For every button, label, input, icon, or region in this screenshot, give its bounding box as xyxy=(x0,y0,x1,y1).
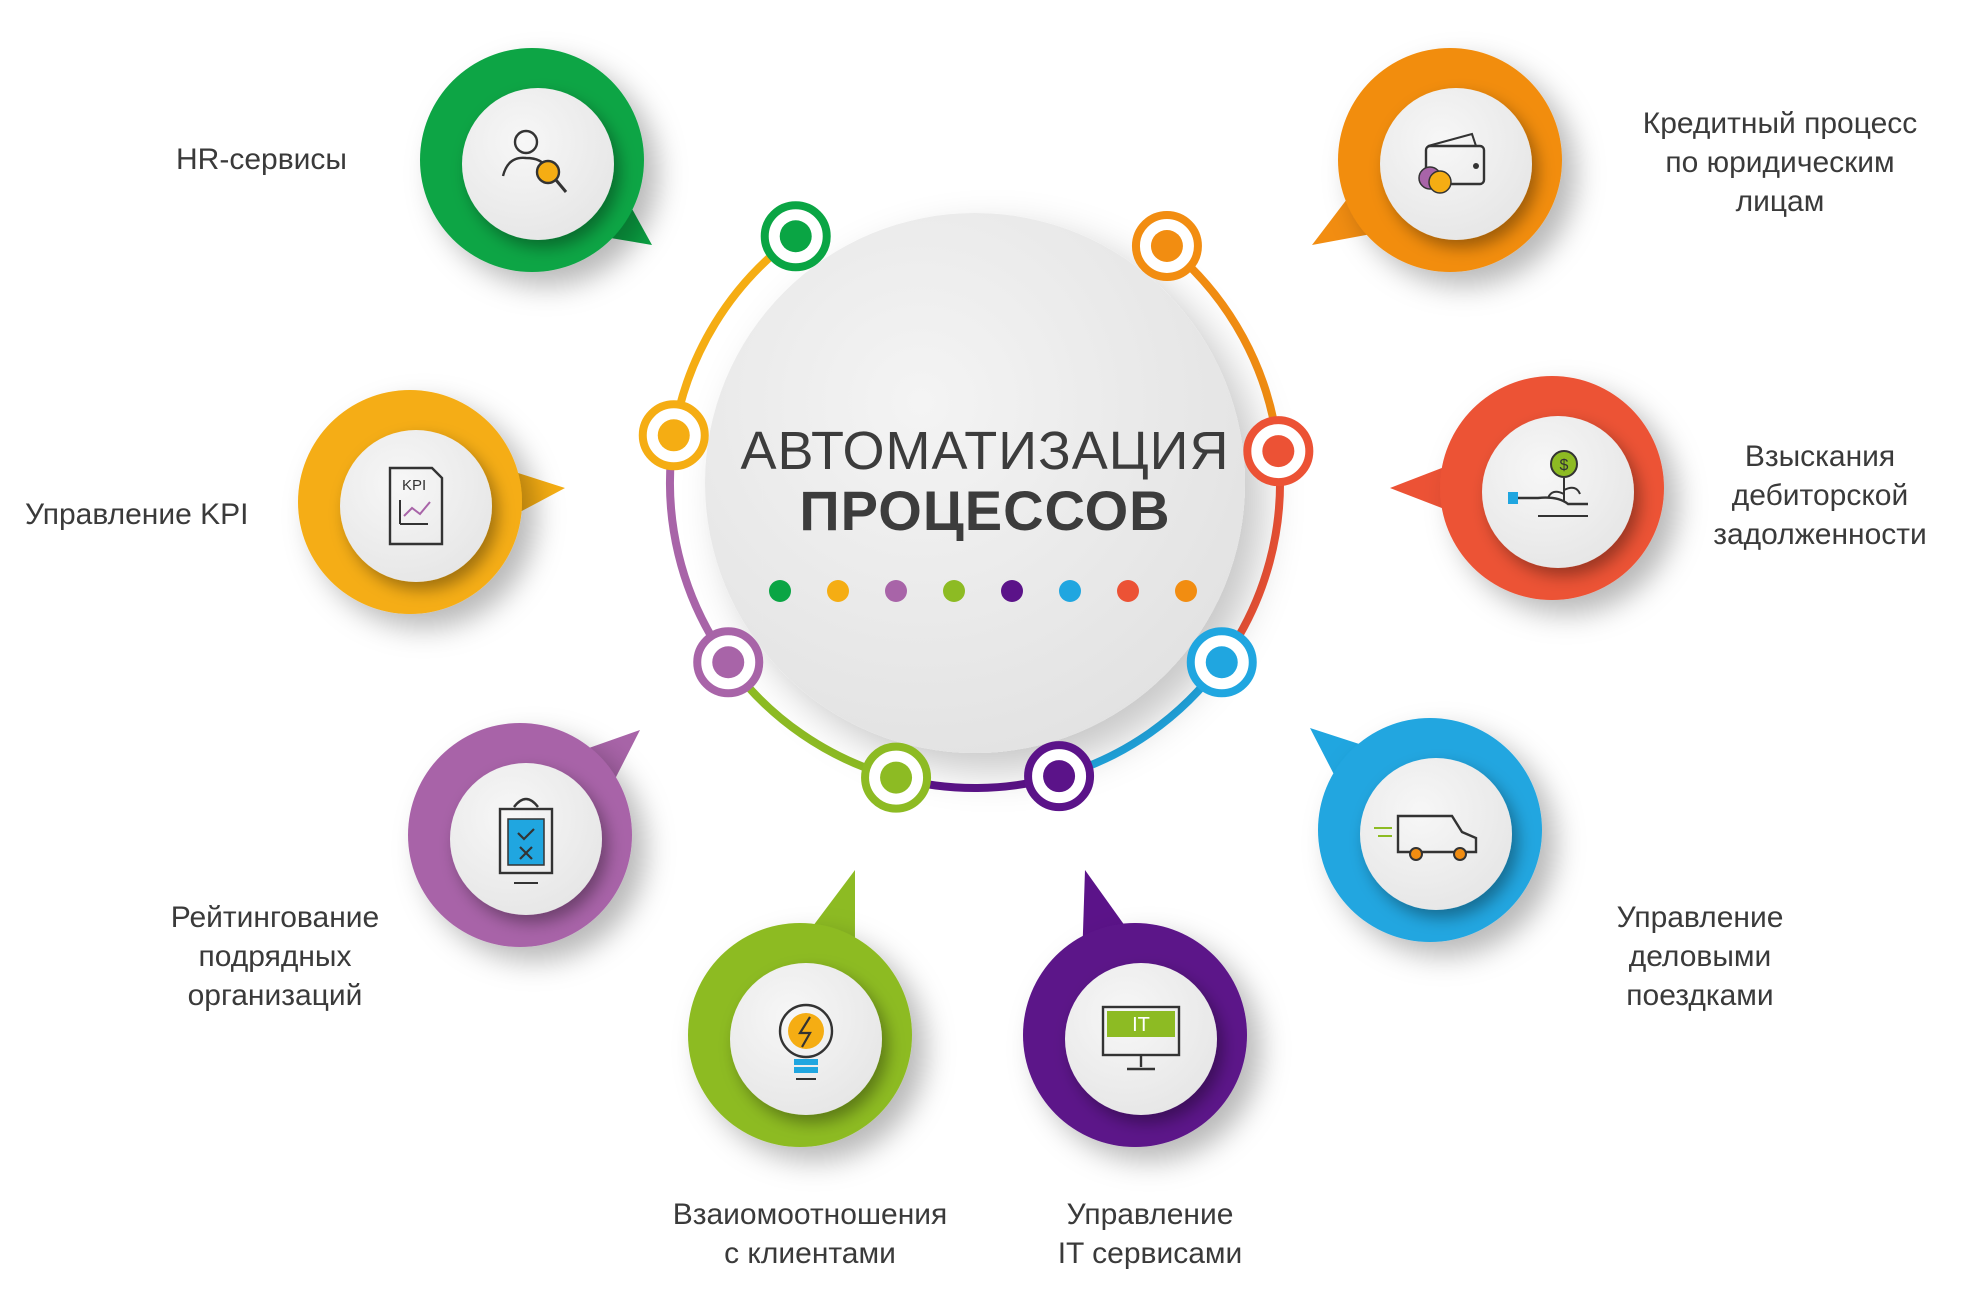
kpi-document-icon: KPI xyxy=(388,466,444,546)
label-line: Управление xyxy=(1616,901,1784,934)
center-dot xyxy=(1059,580,1081,602)
delivery-van-icon xyxy=(1374,814,1478,861)
bubble-inner-disc xyxy=(1380,88,1532,240)
center-dot xyxy=(827,580,849,602)
label-line: Кредитный процесс xyxy=(1642,107,1918,140)
nodes-layer xyxy=(638,201,1314,813)
bubble-inner-disc xyxy=(1360,758,1512,910)
ring-node-kpi xyxy=(638,400,709,471)
center-circle xyxy=(705,213,1245,753)
label-line: Рейтингование xyxy=(170,901,380,934)
label-clients: Взаиомоотношения с клиентами xyxy=(650,1195,970,1273)
center-dot xyxy=(1001,580,1023,602)
it-monitor-icon: IT xyxy=(1101,1005,1181,1071)
label-line: Управление xyxy=(1066,1198,1234,1231)
center-dot xyxy=(943,580,965,602)
label-line: с клиентами xyxy=(724,1237,896,1270)
bubble-inner-disc xyxy=(462,88,614,240)
center-dot xyxy=(885,580,907,602)
bubble-it: IT xyxy=(1023,870,1247,1147)
label-line: лицам xyxy=(1735,185,1825,218)
label-line: HR-сервисы xyxy=(176,143,347,176)
hand-money-plant-icon: $ xyxy=(1508,450,1588,517)
label-kpi: Управление KPI xyxy=(25,495,248,534)
bubble-inner-disc xyxy=(340,430,492,582)
center-dot xyxy=(1117,580,1139,602)
label-it: Управление IT сервисами xyxy=(1000,1195,1300,1273)
label-debt: Взыскания дебиторской задолженности xyxy=(1690,437,1950,554)
bubble-clients xyxy=(688,870,912,1147)
ring-node-hr xyxy=(760,201,831,272)
bubble-contractors xyxy=(408,723,640,947)
label-line: Управление KPI xyxy=(25,498,249,531)
label-line: организаций xyxy=(187,979,363,1012)
center-dot xyxy=(769,580,791,602)
label-line: Взыскания xyxy=(1744,440,1896,473)
ring-node-credit xyxy=(1131,210,1202,281)
label-line: деловыми xyxy=(1628,940,1772,973)
it-icon-label: IT xyxy=(1132,1014,1150,1036)
label-line: поездками xyxy=(1626,979,1774,1012)
ring-node-clients xyxy=(861,742,932,813)
label-hr: HR-сервисы xyxy=(176,140,347,179)
bubble-credit xyxy=(1312,48,1562,272)
kpi-icon-label: KPI xyxy=(402,477,426,494)
bubble-kpi: KPI xyxy=(298,390,565,614)
label-contractors: Рейтингование подрядных организаций xyxy=(130,898,420,1015)
center-dot xyxy=(1175,580,1197,602)
bubble-debt: $ xyxy=(1390,376,1664,600)
label-line: Взаиомоотношения xyxy=(672,1198,948,1231)
label-credit: Кредитный процесс по юридическим лицам xyxy=(1610,104,1950,221)
label-line: задолженности xyxy=(1713,518,1927,551)
clipboard-checklist-icon xyxy=(498,797,554,884)
ring-node-it xyxy=(1024,741,1095,812)
lightbulb-icon xyxy=(778,1003,834,1080)
center-title-line2: ПРОЦЕССОВ xyxy=(799,479,1171,542)
center-disc xyxy=(705,213,1245,753)
ring-node-contractors xyxy=(693,627,764,698)
bubbles-layer: KPI IT $ xyxy=(298,48,1664,1147)
person-search-icon xyxy=(501,129,568,193)
label-line: IT сервисами xyxy=(1057,1237,1243,1270)
bubble-hr xyxy=(420,48,652,272)
ring-node-trips xyxy=(1186,627,1257,698)
label-line: по юридическим xyxy=(1665,146,1895,179)
wallet-coin-icon xyxy=(1418,132,1486,194)
label-line: дебиторской xyxy=(1731,479,1909,512)
bubble-inner-disc xyxy=(1065,963,1217,1115)
label-line: подрядных xyxy=(198,940,352,973)
bubble-trips xyxy=(1310,718,1542,942)
label-trips: Управление деловыми поездками xyxy=(1560,898,1840,1015)
center-title-line1: АВТОМАТИЗАЦИЯ xyxy=(740,421,1230,481)
ring-node-debt xyxy=(1243,416,1314,487)
dollar-glyph: $ xyxy=(1560,457,1569,474)
